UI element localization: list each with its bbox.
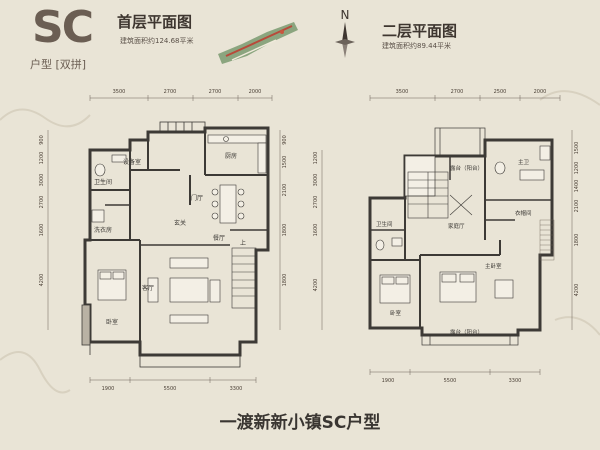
room-label-master-bedroom: 主卧室 (485, 262, 502, 270)
dim-label: 4200 (313, 279, 319, 292)
floor1-dining-table (211, 184, 245, 224)
floor2-top-terrace (404, 127, 486, 197)
floor1-title: 首层平面图 (117, 13, 193, 31)
floor1-bath-fixtures (91, 154, 127, 223)
dim-label: 4200 (574, 284, 580, 297)
floor2-bottom-terrace (421, 334, 519, 346)
dim-label: 1500 (574, 142, 580, 155)
floor1-kitchen-fixtures (207, 134, 267, 174)
floor2-right-dimensions: 1500 1200 1400 2100 1800 4200 (571, 130, 580, 330)
floor1-area: 建筑面积约124.68平米 (120, 37, 194, 45)
floor1-staircase (231, 247, 257, 309)
floor1-left-dimensions: 900 1200 3000 2700 1600 4200 (39, 130, 49, 330)
floor2-bedroom-bed (379, 274, 411, 304)
room-label-living: 客厅 (142, 284, 154, 292)
floor1-top-dimensions: 3500 2700 2700 2000 (89, 89, 273, 101)
footer-title: 一渡新新小镇SC户型 (219, 413, 381, 433)
decorative-background (0, 90, 600, 394)
room-label-family-hall: 家庭厅 (448, 222, 465, 230)
unit-type-label: 户型 [双拼] (30, 58, 87, 71)
floor2-bath-fixtures (375, 237, 403, 251)
dim-label: 1900 (382, 378, 395, 384)
dim-label: 5500 (164, 386, 177, 392)
floor2-bottom-dimensions: 1900 5500 3300 (369, 369, 541, 384)
dim-label: 1800 (574, 234, 580, 247)
floor1-right-dimensions: 900 1500 2100 1800 1800 (279, 130, 288, 330)
dim-label: 2500 (494, 89, 507, 95)
room-label-equipment: 设备室 (123, 158, 141, 166)
dim-label: 3300 (509, 378, 522, 384)
dim-label: 1600 (39, 224, 45, 237)
dim-label: 2700 (451, 89, 464, 95)
dim-label: 2700 (39, 196, 45, 209)
room-label-terrace-bottom: 露台（阳台） (450, 328, 483, 336)
floor2-area: 建筑面积约89.44平米 (382, 42, 452, 50)
dim-label: 900 (39, 135, 45, 145)
dim-label: 1800 (282, 224, 288, 237)
room-label-bath: 卫生间 (94, 178, 112, 186)
dim-label: 3500 (396, 89, 409, 95)
dim-label: 1800 (282, 274, 288, 287)
north-label: N (341, 8, 350, 22)
room-label-entry: 玄关 (174, 219, 186, 227)
room-label-walkin: 衣帽间 (515, 209, 532, 217)
dim-label: 2700 (164, 89, 177, 95)
north-compass-icon: N (335, 8, 355, 58)
dim-label: 1200 (39, 152, 45, 165)
room-label-kitchen: 厨房 (225, 152, 237, 160)
floor2-master-bed (439, 271, 514, 303)
dim-label: 4200 (39, 274, 45, 287)
floor2-room-labels: 露台（阳台） 主卫 衣帽间 卫生间 家庭厅 卧室 主卧室 露台（阳台） (376, 158, 532, 336)
dim-label: 3000 (313, 174, 319, 187)
floor1-living-furniture (147, 257, 221, 324)
dim-label: 5500 (444, 378, 457, 384)
dim-label: 1200 (574, 162, 580, 175)
dim-label: 3500 (113, 89, 126, 95)
dim-label: 2700 (313, 196, 319, 209)
floor2-staircase (407, 171, 473, 219)
dim-label: 2100 (574, 200, 580, 213)
dim-label: 2100 (282, 184, 288, 197)
floor1-plan: 3500 2700 2700 2000 900 1200 3000 2700 1… (39, 89, 288, 392)
dim-label: 2000 (534, 89, 547, 95)
room-label-bedroom: 卧室 (390, 309, 402, 317)
floor2-left-dimensions: 1200 3000 2700 1600 4200 (313, 150, 323, 330)
dim-label: 3000 (39, 174, 45, 187)
floor1-rear-terrace (81, 304, 241, 368)
dim-label: 1500 (282, 156, 288, 169)
unit-code: SC (32, 2, 94, 53)
floor1-front-porch (159, 121, 206, 133)
dim-label: 1900 (102, 386, 115, 392)
room-label-up: 上 (240, 239, 246, 247)
floor2-title: 二层平面图 (382, 22, 458, 40)
room-label-bedroom: 卧室 (106, 318, 118, 326)
floor1-room-labels: 厨房 设备室 卫生间 洗衣房 门厅 玄关 餐厅 上 卧室 客厅 (94, 152, 246, 326)
dim-label: 2000 (249, 89, 262, 95)
room-label-dining: 餐厅 (213, 234, 225, 242)
dim-label: 1600 (313, 224, 319, 237)
dim-label: 2700 (209, 89, 222, 95)
floor2-plan: 3500 2700 2500 2000 1200 3000 2700 1600 … (313, 89, 580, 384)
room-label-laundry: 洗衣房 (94, 226, 112, 234)
dim-label: 3300 (230, 386, 243, 392)
floor2-master-bath-fixtures (494, 145, 551, 181)
floor1-bottom-dimensions: 1900 5500 3300 (89, 377, 257, 392)
room-label-master-bath: 主卫 (518, 158, 530, 166)
floor1-bed (97, 269, 127, 301)
dim-label: 1200 (313, 152, 319, 165)
dim-label: 1400 (574, 180, 580, 193)
room-label-terrace-top: 露台（阳台） (450, 164, 483, 172)
dim-label: 900 (282, 135, 288, 145)
floor2-top-dimensions: 3500 2700 2500 2000 (369, 89, 561, 101)
room-label-foyer: 门厅 (191, 194, 203, 202)
floor2-side-terrace (539, 219, 555, 261)
room-label-bath: 卫生间 (376, 220, 393, 228)
site-keymap-image (218, 22, 298, 64)
